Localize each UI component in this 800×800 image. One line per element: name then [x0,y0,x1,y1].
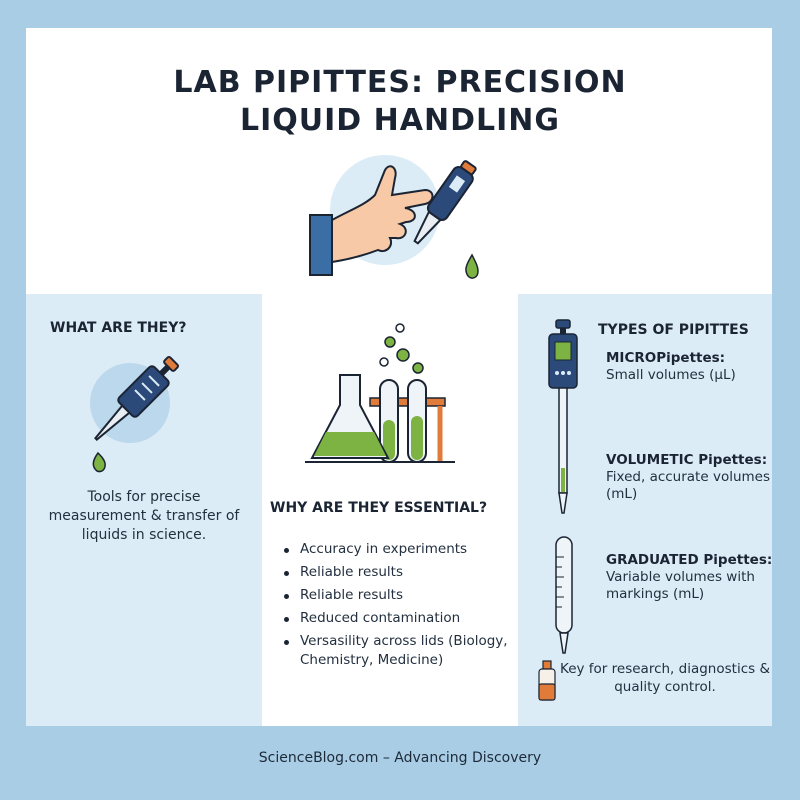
type-name: GRADUATED Pipettes: [606,552,773,568]
list-item: Accuracy in experiments [282,540,518,559]
hand-pipette-icon [309,155,479,279]
why-essential-heading: WHY ARE THEY ESSENTIAL? [270,500,488,516]
reagent-bottle-icon [538,660,556,701]
type-name: VOLUMETIC Pipettes: [606,452,768,468]
benefits-list: Accuracy in experiments Reliable results… [282,540,518,674]
list-item: Reduced contamination [282,609,518,628]
list-item: Reliable results [282,586,518,605]
type-graduated: GRADUATED Pipettes: Variable volumes wit… [606,552,776,603]
micropipette-icon [548,319,578,514]
lab-glassware-icon [305,323,455,463]
type-volumetric: VOLUMETIC Pipettes: Fixed, accurate volu… [606,452,776,503]
type-micropipette: MICROPipettes: Small volumes (µL) [606,350,776,384]
type-description: Variable volumes with markings (mL) [606,569,755,602]
page-title: LAB PIPITTES: PRECISION LIQUID HANDLING [173,65,627,138]
types-heading: TYPES OF PIPITTES [598,322,749,338]
list-item: Versasility across lids (Biology, Chemis… [282,632,518,670]
graduated-pipette-icon [555,536,573,654]
syringe-pipette-icon [90,355,180,473]
type-description: Small volumes (µL) [606,367,736,383]
list-item: Reliable results [282,563,518,582]
key-note: Key for research, diagnostics & quality … [560,661,770,695]
type-name: MICROPipettes: [606,350,726,366]
what-are-they-heading: WHAT ARE THEY? [50,320,187,336]
type-description: Fixed, accurate volumes (mL) [606,469,770,502]
footer-credit: ScienceBlog.com – Advancing Discovery [258,750,542,766]
what-are-they-description: Tools for precise measurement & transfer… [48,489,240,543]
